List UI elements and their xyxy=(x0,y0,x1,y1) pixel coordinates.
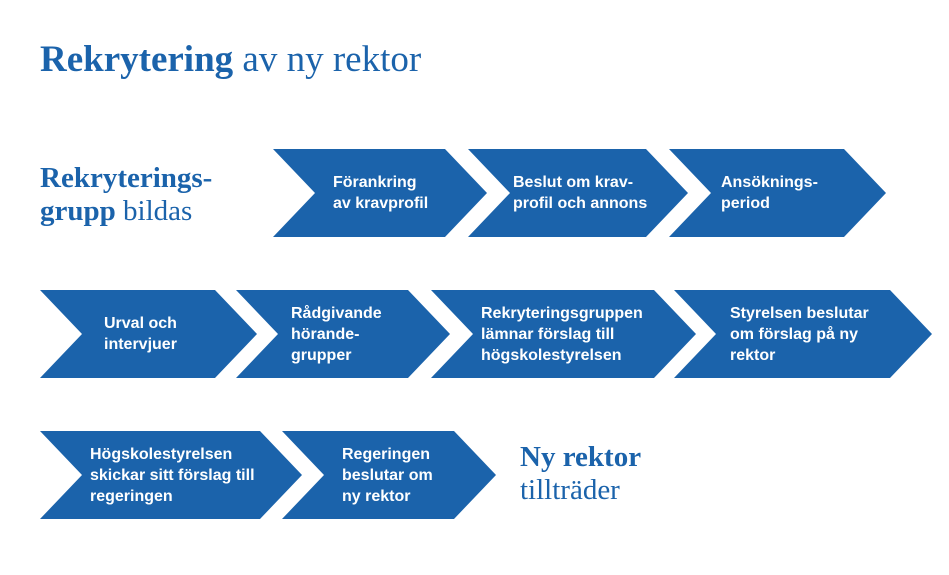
start-label: Rekryterings- grupp bildas xyxy=(40,162,212,228)
step-chevron-2: Beslut om krav- profil och annons xyxy=(468,149,688,237)
step-chevron-1: Förankring av kravprofil xyxy=(273,149,487,237)
step-label-8: Högskolestyrelsen skickar sitt förslag t… xyxy=(90,445,255,505)
step-chevron-4: Urval och intervjuer xyxy=(40,290,257,378)
end-label-bold: Ny rektor xyxy=(520,441,642,473)
start-label-line2-bold: grupp xyxy=(40,195,116,227)
step-label-9: Regeringen beslutar om ny rektor xyxy=(342,445,433,505)
title-light: av ny rektor xyxy=(242,39,422,80)
step-chevron-8: Högskolestyrelsen skickar sitt förslag t… xyxy=(40,431,302,519)
step-label-4: Urval och intervjuer xyxy=(104,315,177,353)
step-label-7: Styrelsen beslutar om förslag på ny rekt… xyxy=(730,304,869,364)
step-label-2: Beslut om krav- profil och annons xyxy=(513,174,648,212)
step-chevron-9: Regeringen beslutar om ny rektor xyxy=(282,431,496,519)
step-label-3: Ansöknings- period xyxy=(721,174,818,212)
start-label-line2-light: bildas xyxy=(123,195,193,227)
title-bold: Rekrytering xyxy=(40,39,234,80)
step-chevron-5: Rådgivande hörande- grupper xyxy=(236,290,450,378)
step-label-1: Förankring av kravprofil xyxy=(333,174,429,212)
page-title: Rekrytering av ny rektor xyxy=(40,38,421,82)
step-chevron-6: Rekryteringsgruppen lämnar förslag till … xyxy=(431,290,696,378)
step-chevron-3: Ansöknings- period xyxy=(669,149,886,237)
step-label-6: Rekryteringsgruppen lämnar förslag till … xyxy=(481,304,643,364)
step-chevron-7: Styrelsen beslutar om förslag på ny rekt… xyxy=(674,290,932,378)
start-label-line1: Rekryterings- xyxy=(40,162,213,194)
end-label-light: tillträder xyxy=(520,474,620,506)
step-label-5: Rådgivande hörande- grupper xyxy=(291,304,382,364)
end-label: Ny rektor tillträder xyxy=(520,441,641,507)
